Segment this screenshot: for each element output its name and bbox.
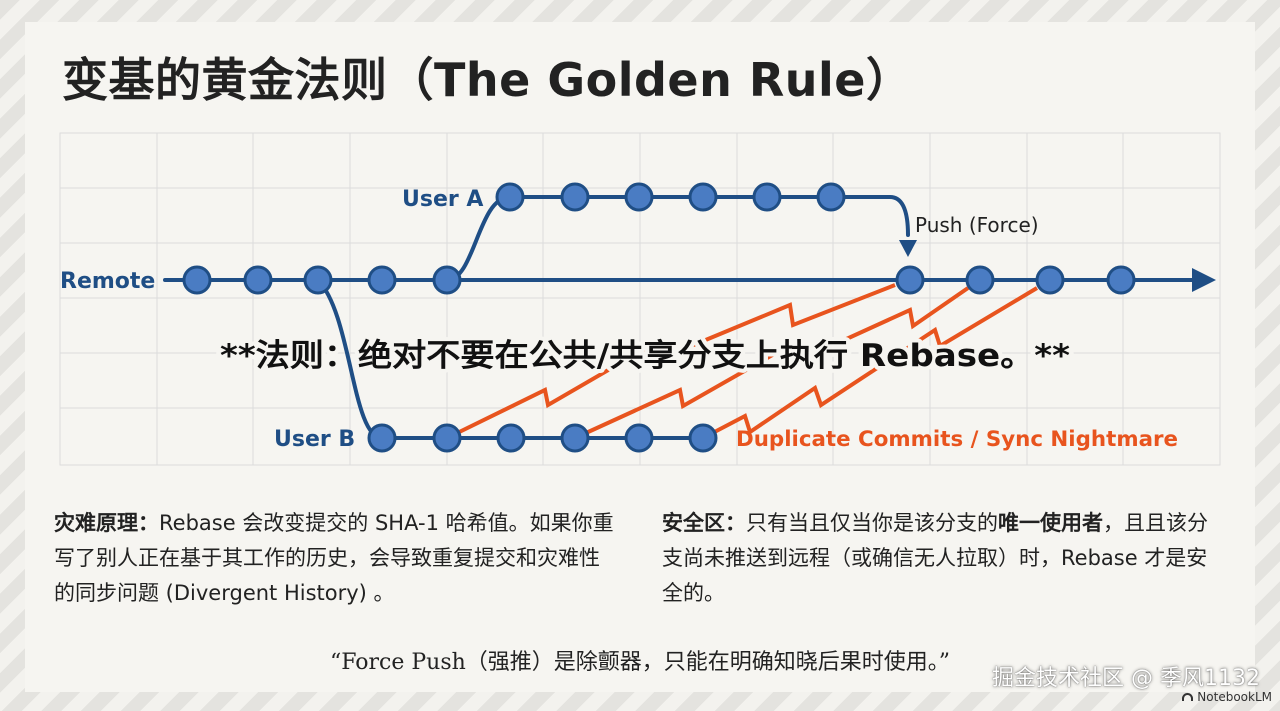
user-b-commit-node	[432, 423, 462, 453]
user-b-commits	[367, 423, 718, 453]
remote-commit-node	[367, 265, 397, 295]
force-push-quote: “Force Push（强推）是除颤器，只能在明确知晓后果时使用。”	[329, 650, 951, 675]
user-a-commit-node	[816, 182, 846, 212]
remote-commit-node	[895, 265, 925, 295]
push-force-arrow-head	[899, 240, 917, 257]
user-b-commit-node	[496, 423, 526, 453]
user-b-commit-node	[624, 423, 654, 453]
branch-paths	[163, 195, 1197, 440]
remote-commit-node	[1035, 265, 1065, 295]
safe-zone-text-after: ，且且该分支尚未推送到远程（或确信无人拉取）时，Rebase 才是安全的。	[662, 511, 1208, 605]
safe-zone-heading: 安全区：	[662, 511, 746, 535]
conflict-lines	[446, 283, 1039, 440]
notebooklm-badge: NotebookLM	[1182, 690, 1272, 704]
conflict-line-3	[702, 286, 1039, 440]
slide-title: 变基的黄金法则（The Golden Rule）	[62, 53, 913, 107]
duplicate-commits-label: Duplicate Commits / Sync Nightmare	[736, 427, 1178, 451]
remote-commits	[182, 265, 1136, 295]
disaster-principle-block: 灾难原理：Rebase 会改变提交的 SHA-1 哈希值。如果你重写了别人正在基…	[54, 506, 619, 611]
user-a-commit-node	[495, 182, 525, 212]
user-b-label: User B	[274, 427, 355, 452]
user-b-commit-node	[367, 423, 397, 453]
remote-commit-node	[965, 265, 995, 295]
user-a-commit-node	[752, 182, 782, 212]
remote-commit-node	[1106, 265, 1136, 295]
user-b-commit-node	[560, 423, 590, 453]
remote-label: Remote	[60, 269, 155, 294]
user-b-commit-node	[688, 423, 718, 453]
remote-commit-node	[303, 265, 333, 295]
user-a-commit-node	[624, 182, 654, 212]
disaster-principle-text: Rebase 会改变提交的 SHA-1 哈希值。如果你重写了别人正在基于其工作的…	[54, 511, 614, 605]
golden-rule-text: **法则：绝对不要在公共/共享分支上执行 Rebase。**	[220, 338, 1070, 374]
remote-commit-node	[182, 265, 212, 295]
conflict-line-2	[574, 286, 970, 440]
user-a-commit-node	[688, 182, 718, 212]
conflict-line-1	[446, 283, 896, 440]
remote-commit-node	[243, 265, 273, 295]
disaster-principle-heading: 灾难原理：	[54, 511, 159, 535]
notebooklm-logo-icon	[1182, 693, 1194, 701]
safe-zone-emphasis: 唯一使用者	[998, 511, 1103, 535]
remote-commit-node	[432, 265, 462, 295]
safe-zone-text-before: 只有当且仅当你是该分支的	[746, 511, 998, 535]
remote-arrow-head	[1192, 268, 1216, 292]
juejin-watermark: 掘金技术社区 @ 季风1132	[992, 666, 1260, 691]
user-a-commits	[495, 182, 846, 212]
user-a-label: User A	[402, 187, 483, 212]
safe-zone-block: 安全区：只有当且仅当你是该分支的唯一使用者，且且该分支尚未推送到远程（或确信无人…	[662, 506, 1222, 611]
user-a-commit-node	[560, 182, 590, 212]
push-force-label: Push (Force)	[915, 213, 1039, 237]
notebooklm-label: NotebookLM	[1197, 690, 1272, 704]
